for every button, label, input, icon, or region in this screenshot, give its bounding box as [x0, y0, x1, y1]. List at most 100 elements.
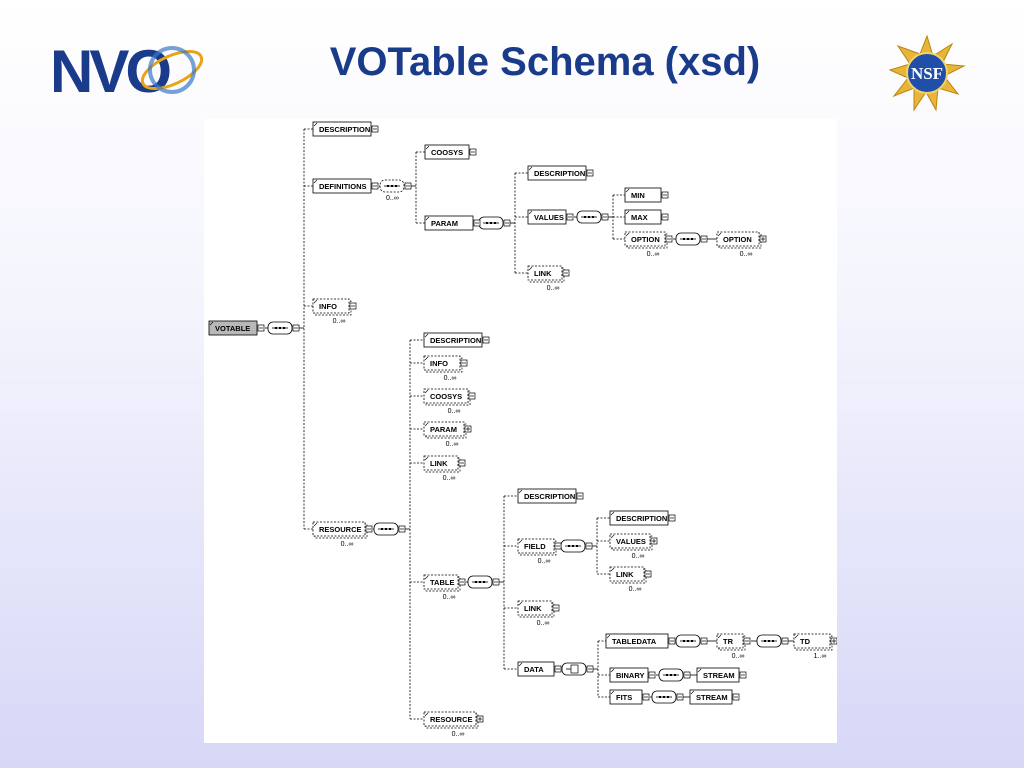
schema-element-label: COOSYS [430, 392, 462, 401]
schema-element-stream1[interactable]: STREAM [696, 667, 747, 683]
compositor-choice-choice-data [561, 662, 594, 676]
schema-element-label: LINK [534, 269, 552, 278]
schema-diagram: 0..∞ VOTABLE DESCRIPTION DEFINITIONS COOSYS P… [208, 121, 837, 738]
compositor-sequence-seq-resource1 [373, 522, 406, 536]
occurrence-label: 0..∞ [538, 558, 551, 565]
occurrence-label: 0..∞ [740, 251, 753, 258]
schema-element-label: TABLE [430, 578, 454, 587]
slide-title: VOTable Schema (xsd) [329, 40, 761, 84]
occurrence-label: 0..∞ [547, 285, 560, 292]
schema-element-votable[interactable]: VOTABLE [208, 320, 265, 336]
schema-element-link3[interactable]: LINK 0..∞ [609, 566, 652, 593]
schema-element-description3[interactable]: DESCRIPTION [423, 332, 490, 348]
schema-element-td[interactable]: TD1..∞ [793, 633, 837, 660]
schema-element-label: COOSYS [431, 148, 463, 157]
schema-element-label: TR [723, 637, 734, 646]
schema-element-definitions[interactable]: DEFINITIONS [312, 178, 379, 194]
compositor-sequence-seq-option1 [675, 232, 708, 246]
schema-element-label: DATA [524, 665, 544, 674]
occurrence-label: 0..∞ [443, 594, 456, 601]
schema-element-resource2[interactable]: RESOURCE 0..∞ [423, 711, 484, 738]
schema-element-info1[interactable]: INFO 0..∞ [312, 298, 357, 325]
schema-element-label: MIN [631, 191, 645, 200]
schema-element-label: DESCRIPTION [524, 492, 575, 501]
schema-element-label: BINARY [616, 671, 644, 680]
schema-element-stream2[interactable]: STREAM [689, 689, 740, 705]
schema-element-description1[interactable]: DESCRIPTION [312, 121, 379, 137]
schema-element-label: RESOURCE [430, 715, 473, 724]
schema-element-label: INFO [319, 302, 337, 311]
occurrence-label: 0..∞ [443, 475, 456, 482]
schema-element-label: PARAM [431, 219, 458, 228]
schema-element-tr[interactable]: TR0..∞ [716, 633, 751, 660]
occurrence-label: 0..∞ [629, 586, 642, 593]
schema-element-values1[interactable]: VALUES [527, 209, 574, 225]
schema-element-label: RESOURCE [319, 525, 362, 534]
schema-diagram-panel: 0..∞ VOTABLE DESCRIPTION DEFINITIONS COOSYS P… [204, 119, 837, 743]
nvo-logo: NVO [50, 38, 204, 105]
schema-element-label: VOTABLE [215, 324, 250, 333]
schema-element-tabledata[interactable]: TABLEDATA [605, 633, 676, 649]
schema-element-description5[interactable]: DESCRIPTION [609, 510, 676, 526]
schema-element-label: INFO [430, 359, 448, 368]
occurrence-label: 0..∞ [647, 251, 660, 258]
compositor-sequence-seq-binary [658, 668, 691, 682]
schema-element-label: FIELD [524, 542, 546, 551]
nsf-seal-globe [906, 52, 948, 94]
schema-element-link2[interactable]: LINK 0..∞ [423, 455, 466, 482]
compositor-sequence-seq-table [467, 575, 500, 589]
schema-element-label: FITS [616, 693, 632, 702]
schema-element-label: STREAM [703, 671, 735, 680]
nsf-logo-text: NSF [911, 64, 943, 83]
schema-element-label: OPTION [631, 235, 660, 244]
schema-element-label: OPTION [723, 235, 752, 244]
compositor-sequence-seq-votable [267, 321, 300, 335]
schema-element-label: LINK [430, 459, 448, 468]
occurrence-label: 0..∞ [446, 441, 459, 448]
schema-element-info2[interactable]: INFO 0..∞ [423, 355, 468, 382]
schema-element-description2[interactable]: DESCRIPTION [527, 165, 594, 181]
schema-element-label: LINK [616, 570, 634, 579]
schema-element-option2[interactable]: OPTION 0..∞ [716, 231, 767, 258]
occurrence-label: 0..∞ [333, 318, 346, 325]
schema-element-label: LINK [524, 604, 542, 613]
schema-element-description4[interactable]: DESCRIPTION [517, 488, 584, 504]
occurrence-label: 0..∞ [386, 195, 399, 202]
schema-element-min[interactable]: MIN [624, 187, 669, 203]
occurrence-label: 0..∞ [444, 375, 457, 382]
schema-element-table[interactable]: TABLE 0..∞ [423, 574, 466, 601]
schema-element-coosys1[interactable]: COOSYS [424, 144, 477, 160]
occurrence-label: 0..∞ [452, 731, 465, 738]
schema-element-param1[interactable]: PARAM [424, 215, 481, 231]
schema-element-label: DESCRIPTION [534, 169, 585, 178]
schema-element-link1[interactable]: LINK 0..∞ [527, 265, 570, 292]
schema-element-label: DESCRIPTION [319, 125, 370, 134]
compositor-sequence-seq-tr [756, 634, 789, 648]
schema-element-label: DESCRIPTION [616, 514, 667, 523]
schema-element-link4[interactable]: LINK 0..∞ [517, 600, 560, 627]
nsf-logo: NSF [888, 34, 966, 112]
compositor-sequence-seq-field [560, 539, 593, 553]
nvo-logo-text: NVO [50, 38, 170, 105]
occurrence-label: 0..∞ [537, 620, 550, 627]
schema-element-label: MAX [631, 213, 648, 222]
schema-element-data[interactable]: DATA [517, 661, 562, 677]
schema-element-label: STREAM [696, 693, 728, 702]
schema-element-field[interactable]: FIELD 0..∞ [517, 538, 562, 565]
schema-element-fits[interactable]: FITS [609, 689, 650, 705]
schema-element-label: TD [800, 637, 811, 646]
occurrence-label: 1..∞ [814, 653, 827, 660]
schema-element-label: VALUES [616, 537, 646, 546]
schema-element-option1[interactable]: OPTION 0..∞ [624, 231, 673, 258]
schema-element-label: DESCRIPTION [430, 336, 481, 345]
compositor-sequence-seq-fits [651, 690, 684, 704]
schema-element-binary[interactable]: BINARY [609, 667, 656, 683]
schema-element-max[interactable]: MAX [624, 209, 669, 225]
logo-globe [148, 46, 196, 94]
compositor-sequence-seq-param1 [478, 216, 511, 230]
occurrence-label: 0..∞ [341, 541, 354, 548]
schema-element-resource1[interactable]: RESOURCE 0..∞ [312, 521, 373, 548]
